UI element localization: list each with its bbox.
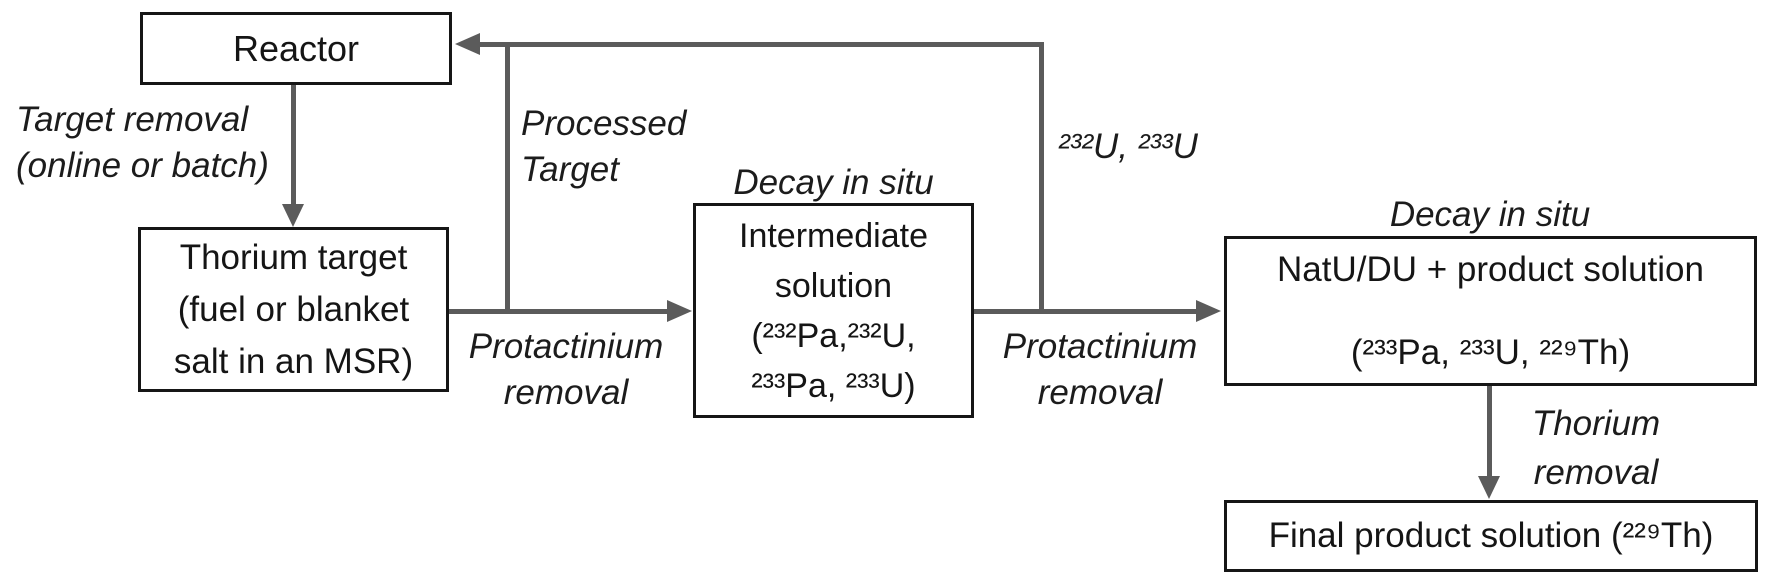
reactor-node: Reactor — [140, 12, 452, 85]
uranium-return-label: ²³²U, ²³³U — [1058, 127, 1198, 166]
protactinium-removal-label-2: Protactinium removal — [1002, 327, 1198, 413]
natu-solution-isotopes: (²³³Pa, ²³³U, ²²⁹Th) — [1350, 332, 1631, 372]
target-to-intermediate-arrowhead-icon — [667, 300, 692, 322]
intermediate-to-natu-line — [974, 309, 1196, 314]
decay-in-situ-label-1: Decay in situ — [733, 163, 934, 202]
target-removal-label: Target removal (online or batch) — [16, 100, 269, 186]
natu-to-final-arrowhead-icon — [1478, 476, 1500, 499]
processed-target-label: Processed Target — [521, 104, 687, 190]
final-product-node: Final product solution (²²⁹Th) — [1224, 500, 1758, 572]
return-to-reactor-arrowhead-icon — [455, 33, 480, 55]
reactor-to-target-arrowhead-icon — [282, 204, 304, 227]
natu-solution-node: NatU/DU + product solution (²³³Pa, ²³³U,… — [1224, 236, 1757, 386]
intermediate-to-natu-arrowhead-icon — [1196, 300, 1221, 322]
decay-in-situ-label-2: Decay in situ — [1389, 195, 1591, 234]
natu-to-final-line — [1487, 386, 1492, 477]
target-to-intermediate-line — [449, 309, 669, 314]
natu-solution-line1: NatU/DU + product solution — [1276, 249, 1704, 289]
protactinium-removal-label-1: Protactinium removal — [468, 327, 664, 413]
reactor-to-target-line — [291, 85, 296, 206]
uranium-return-line — [1039, 42, 1044, 314]
thorium-target-node: Thorium target (fuel or blanket salt in … — [138, 227, 449, 392]
processed-target-return-line — [505, 45, 510, 312]
return-to-reactor-line — [478, 42, 1044, 47]
thorium-removal-label: Thorium removal — [1531, 404, 1661, 492]
intermediate-solution-node: Intermediate solution (²³²Pa,²³²U, ²³³Pa… — [693, 203, 974, 418]
